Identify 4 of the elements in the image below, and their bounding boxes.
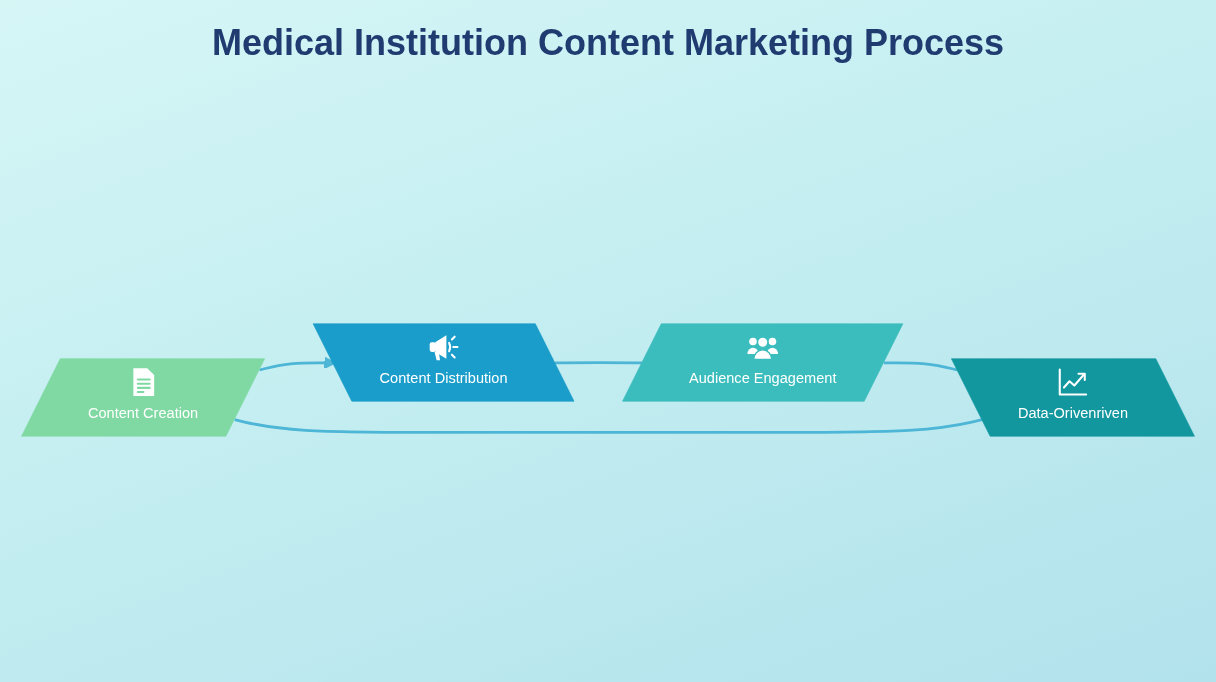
connector [883, 361, 958, 372]
connector [234, 418, 983, 434]
connector [555, 361, 643, 365]
diagram-title: Medical Institution Content Marketing Process [211, 22, 1005, 64]
